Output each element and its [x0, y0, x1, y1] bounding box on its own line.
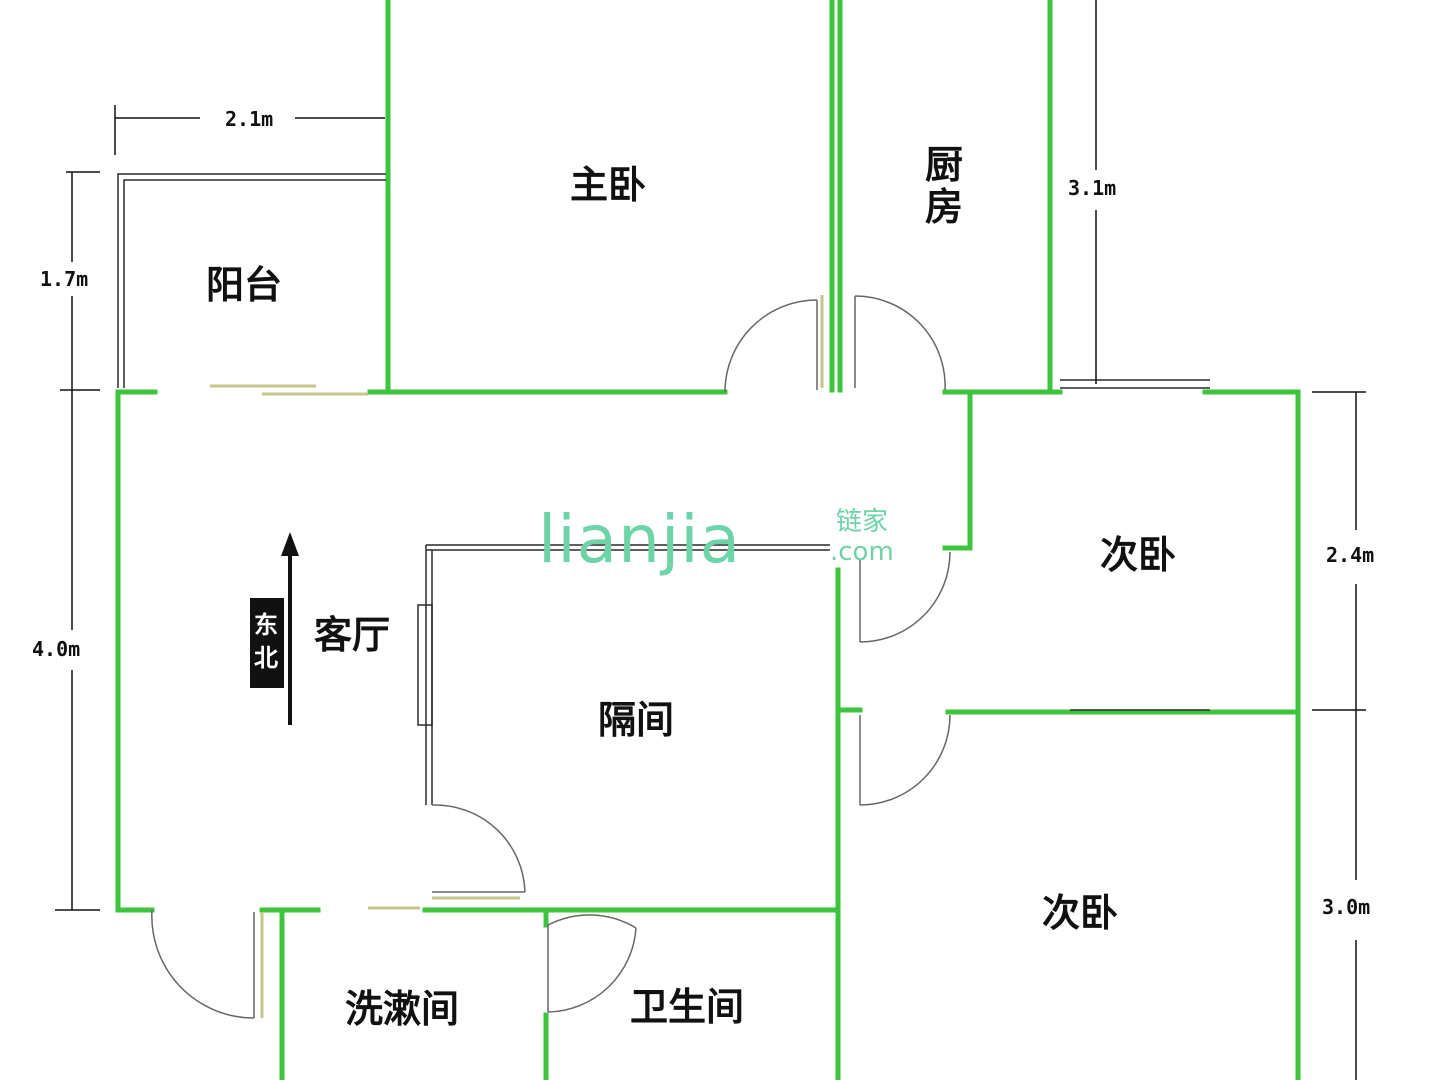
compass-label-north: 北	[254, 643, 278, 672]
watermark: lianjia 链家 .com	[538, 501, 894, 578]
room-label-balcony: 阳台	[206, 262, 282, 307]
room-label-washroom: 洗漱间	[345, 986, 459, 1031]
room-label-living-room: 客厅	[314, 612, 390, 657]
dim-kitchen-depth: 3.1m	[1068, 176, 1116, 200]
dim-balcony-width: 2.1m	[225, 107, 273, 131]
room-label-kitchen-1: 厨	[925, 142, 963, 187]
compass: 东 北	[250, 532, 299, 725]
room-label-partition: 隔间	[598, 697, 674, 742]
walls	[115, 0, 1301, 1080]
thin-walls	[117, 173, 1210, 805]
dim-bedroom-bottom-depth: 3.0m	[1322, 895, 1370, 919]
watermark-cn: 链家	[836, 507, 888, 537]
room-label-bathroom: 卫生间	[630, 984, 744, 1029]
dim-living-depth: 4.0m	[32, 637, 80, 661]
room-label-master-bedroom: 主卧	[570, 162, 646, 207]
room-label-kitchen-2: 房	[925, 184, 963, 229]
north-arrow-icon	[281, 532, 299, 556]
dim-bedroom-top-depth: 2.4m	[1326, 543, 1374, 567]
dim-balcony-depth: 1.7m	[40, 267, 88, 291]
room-label-second-bedroom-bottom: 次卧	[1042, 890, 1118, 935]
compass-label-east: 东	[254, 610, 278, 639]
doors	[151, 295, 951, 1019]
watermark-domain: .com	[830, 537, 894, 567]
room-label-second-bedroom-top: 次卧	[1100, 532, 1176, 577]
watermark-brand: lianjia	[538, 501, 741, 578]
